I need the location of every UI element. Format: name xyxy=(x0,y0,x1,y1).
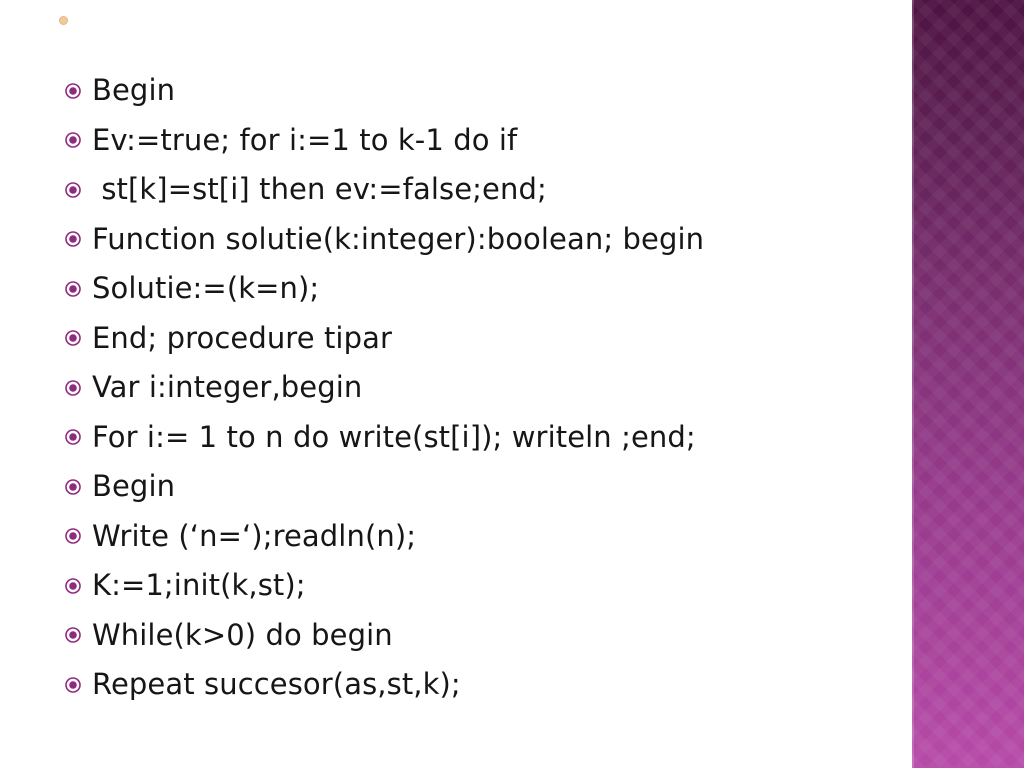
code-list: Begin Ev:=true; for i:=1 to k-1 do if st… xyxy=(62,66,892,710)
list-item: For i:= 1 to n do write(st[i]); writeln … xyxy=(62,413,892,463)
code-line: Function solutie(k:integer):boolean; beg… xyxy=(92,221,705,256)
list-item: End; procedure tipar xyxy=(62,314,892,364)
list-item: Function solutie(k:integer):boolean; beg… xyxy=(62,215,892,265)
title-dot-icon xyxy=(59,16,68,25)
code-line: Begin xyxy=(92,469,176,504)
radio-bullet-icon xyxy=(62,228,84,250)
code-line: End; procedure tipar xyxy=(92,320,392,355)
code-line: st[k]=st[i] then ev:=false;end; xyxy=(92,172,547,207)
list-item: Ev:=true; for i:=1 to k-1 do if xyxy=(62,116,892,166)
code-line: While(k>0) do begin xyxy=(92,617,393,652)
code-line: Write (‘n=‘);readln(n); xyxy=(92,518,417,553)
code-line: Repeat succesor(as,st,k); xyxy=(92,667,461,702)
radio-bullet-icon xyxy=(62,80,84,102)
radio-bullet-icon xyxy=(62,129,84,151)
radio-bullet-icon xyxy=(62,476,84,498)
list-item: st[k]=st[i] then ev:=false;end; xyxy=(62,165,892,215)
radio-bullet-icon xyxy=(62,278,84,300)
list-item: Begin xyxy=(62,462,892,512)
list-item: Write (‘n=‘);readln(n); xyxy=(62,512,892,562)
radio-bullet-icon xyxy=(62,525,84,547)
radio-bullet-icon xyxy=(62,179,84,201)
code-line: Ev:=true; for i:=1 to k-1 do if xyxy=(92,122,518,157)
list-item: K:=1;init(k,st); xyxy=(62,561,892,611)
radio-bullet-icon xyxy=(62,575,84,597)
list-item: Repeat succesor(as,st,k); xyxy=(62,660,892,710)
radio-bullet-icon xyxy=(62,377,84,399)
decorative-side-band xyxy=(912,0,1024,768)
code-line: Begin xyxy=(92,73,176,108)
list-item: Begin xyxy=(62,66,892,116)
radio-bullet-icon xyxy=(62,624,84,646)
code-line: Var i:integer,begin xyxy=(92,370,363,405)
code-line: K:=1;init(k,st); xyxy=(92,568,306,603)
list-item: Var i:integer,begin xyxy=(62,363,892,413)
code-line: Solutie:=(k=n); xyxy=(92,271,320,306)
list-item: Solutie:=(k=n); xyxy=(62,264,892,314)
radio-bullet-icon xyxy=(62,426,84,448)
radio-bullet-icon xyxy=(62,327,84,349)
radio-bullet-icon xyxy=(62,674,84,696)
code-line: For i:= 1 to n do write(st[i]); writeln … xyxy=(92,419,696,454)
list-item: While(k>0) do begin xyxy=(62,611,892,661)
